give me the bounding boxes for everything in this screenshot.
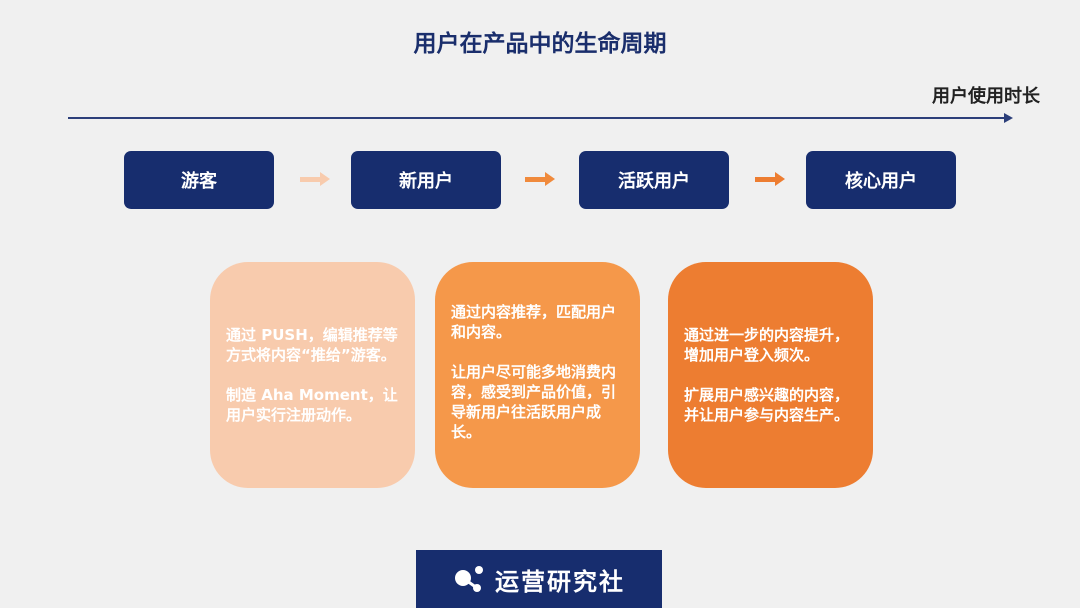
card-text: 通过内容推荐，匹配用户和内容。 bbox=[451, 303, 617, 341]
card-text: 通过进一步的内容提升，增加用户登入频次。 bbox=[684, 326, 850, 364]
axis-arrow-icon bbox=[1004, 113, 1013, 123]
molecule-icon bbox=[455, 566, 483, 592]
card-text: 制造 Aha Moment，让用户实行注册动作。 bbox=[226, 386, 398, 424]
stage-active-user: 活跃用户 bbox=[579, 151, 729, 209]
logo: 运营研究社 bbox=[416, 550, 662, 608]
page-title: 用户在产品中的生命周期 bbox=[413, 31, 667, 57]
arrow-right-icon bbox=[300, 172, 330, 186]
card-text: 扩展用户感兴趣的内容，并让用户参与内容生产。 bbox=[684, 386, 850, 424]
card-text: 通过 PUSH，编辑推荐等方式将内容“推给”游客。 bbox=[226, 326, 398, 364]
arrow-right-icon bbox=[755, 172, 785, 186]
card-text: 让用户尽可能多地消费内容，感受到产品价值，引导新用户往活跃用户成长。 bbox=[451, 363, 617, 441]
axis-label: 用户使用时长 bbox=[932, 86, 1040, 107]
stage-core-user: 核心用户 bbox=[806, 151, 956, 209]
stage-visitor: 游客 bbox=[124, 151, 274, 209]
stage-new-user: 新用户 bbox=[351, 151, 501, 209]
arrow-right-icon bbox=[525, 172, 555, 186]
card-visitor: 通过 PUSH，编辑推荐等方式将内容“推给”游客。 制造 Aha Moment，… bbox=[210, 262, 415, 488]
card-active-user: 通过进一步的内容提升，增加用户登入频次。 扩展用户感兴趣的内容，并让用户参与内容… bbox=[668, 262, 873, 488]
timeline-axis bbox=[68, 117, 1008, 119]
card-new-user: 通过内容推荐，匹配用户和内容。 让用户尽可能多地消费内容，感受到产品价值，引导新… bbox=[435, 262, 640, 488]
logo-text: 运营研究社 bbox=[495, 567, 625, 596]
